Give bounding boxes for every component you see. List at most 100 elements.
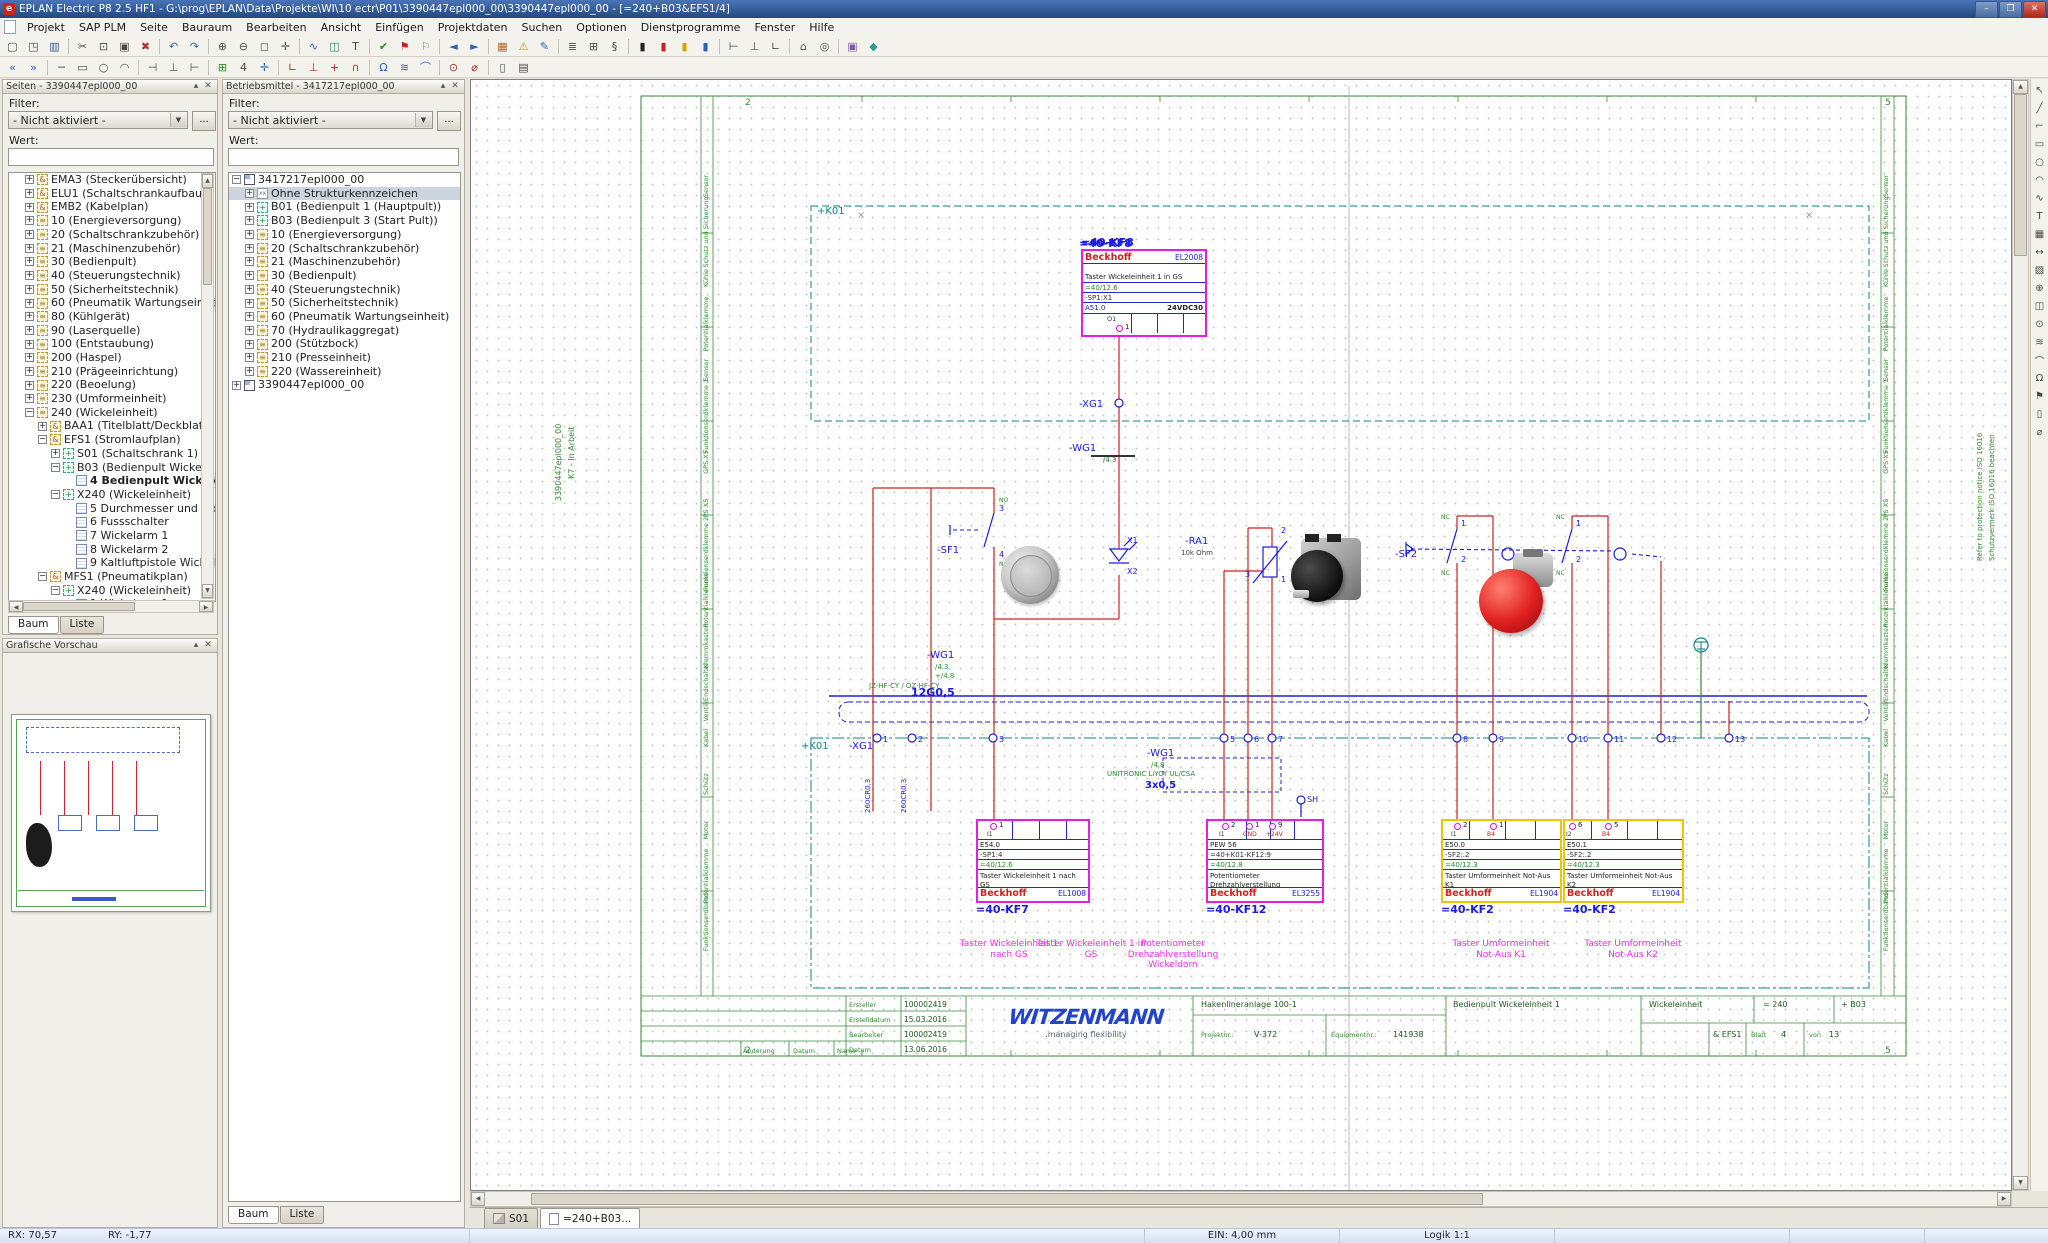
dimension-tool-icon[interactable]: ↔ [2032, 243, 2048, 261]
tree-item-3390447epl000-00[interactable]: +3390447epl000_00 [229, 378, 460, 392]
scroll-thumb[interactable] [203, 188, 212, 285]
connector-icon[interactable]: ⌀ [464, 58, 485, 77]
zoom-in-icon[interactable]: ⊕ [212, 37, 233, 56]
tree-item-40-steuerungstechnik[interactable]: +≡40 (Steuerungstechnik) [9, 269, 215, 283]
expander-icon[interactable]: + [245, 189, 254, 198]
scroll-thumb[interactable] [2014, 94, 2027, 256]
scroll-left-icon[interactable]: ◀ [9, 601, 23, 612]
expander-icon[interactable]: + [245, 257, 254, 266]
tree-item-s01-schaltschrank-1[interactable]: ++S01 (Schaltschrank 1) [9, 447, 215, 461]
new-page-icon[interactable]: ▢ [2, 37, 23, 56]
expander-icon[interactable]: + [245, 203, 254, 212]
tree-item-230-umformeinheit[interactable]: +≡230 (Umformeinheit) [9, 392, 215, 406]
scroll-right-icon[interactable]: ▶ [1997, 1192, 2011, 1206]
warning-icon[interactable]: ⚠ [513, 37, 534, 56]
device-block-40-kf12-el3255[interactable]: 2I11GND9+24VPEW 56=40+K01-KF12:9=40/12.8… [1206, 819, 1324, 903]
hatch-tool-icon[interactable]: ▨ [2032, 261, 2048, 279]
device-block-40-kf2-el1904[interactable]: 6I25B4E50.1-SF2:.2=40/12.3Taster Umforme… [1563, 819, 1684, 903]
align-bottom-icon[interactable]: ⊥ [163, 58, 184, 77]
shield-tool-icon[interactable]: ⌒ [2032, 351, 2048, 369]
grid-toggle-icon[interactable]: ⊞ [583, 37, 604, 56]
device-check-icon[interactable]: ✔ [373, 37, 394, 56]
tree-item-210-prägeeinrichtung[interactable]: +≡210 (Prägeeinrichtung) [9, 365, 215, 379]
tree-item-220-wassereinheit[interactable]: +≡220 (Wassereinheit) [229, 365, 460, 379]
coordinate-input-icon[interactable]: ✛ [254, 58, 275, 77]
expander-icon[interactable]: + [245, 340, 254, 349]
expander-icon[interactable]: − [51, 463, 60, 472]
expander-icon[interactable]: + [25, 340, 34, 349]
save-icon[interactable]: ▥ [44, 37, 65, 56]
expander-icon[interactable]: + [25, 367, 34, 376]
tree-item-6-fussschalter[interactable]: 6 Fussschalter [9, 515, 215, 529]
canvas-hscrollbar[interactable]: ◀▶ [470, 1191, 2012, 1207]
wire-cross-icon[interactable]: + [324, 58, 345, 77]
menu-ansicht[interactable]: Ansicht [314, 20, 369, 35]
expander-icon[interactable]: + [25, 299, 34, 308]
menu-bauraum[interactable]: Bauraum [175, 20, 239, 35]
tree-item-mfs1-pneumatikplan[interactable]: −&MFS1 (Pneumatikplan) [9, 570, 215, 584]
panel-pin-icon[interactable]: ▴ [190, 639, 202, 652]
tree-item-elu1-schaltschrankaufbau[interactable]: +&ELU1 (Schaltschrankaufbau) [9, 187, 215, 201]
pin-connection-point[interactable] [1222, 823, 1229, 830]
navigator-icon[interactable]: ⌂ [793, 37, 814, 56]
menu-optionen[interactable]: Optionen [569, 20, 633, 35]
lang-flag-black-icon[interactable]: ▮ [632, 37, 653, 56]
expander-icon[interactable]: + [25, 381, 34, 390]
pin-connection-point[interactable] [1454, 823, 1461, 830]
expander-icon[interactable]: + [25, 175, 34, 184]
pages-tree-scrollbar[interactable]: ▲▼ [201, 173, 214, 599]
tree-item-100-entstaubung[interactable]: +≡100 (Entstaubung) [9, 337, 215, 351]
expander-icon[interactable]: + [245, 271, 254, 280]
cut-icon[interactable]: ✂ [72, 37, 93, 56]
connect-down-icon[interactable]: ⊥ [744, 37, 765, 56]
zoom-out-icon[interactable]: ⊖ [233, 37, 254, 56]
expander-icon[interactable]: + [25, 285, 34, 294]
editor-tab-s01[interactable]: S01 [484, 1208, 538, 1228]
expander-icon[interactable]: + [25, 271, 34, 280]
expander-icon[interactable]: + [25, 394, 34, 403]
expander-icon[interactable]: − [25, 408, 34, 417]
page-forward-icon[interactable]: ► [464, 37, 485, 56]
expander-icon[interactable]: + [245, 244, 254, 253]
expander-icon[interactable]: − [232, 175, 241, 184]
align-right-icon[interactable]: ⊢ [184, 58, 205, 77]
connect-left-icon[interactable]: ⊢ [723, 37, 744, 56]
tree-item-baa1-titelblatt-deckblatt[interactable]: +&BAA1 (Titelblatt/Deckblatt) [9, 419, 215, 433]
expander-icon[interactable]: + [245, 353, 254, 362]
wire-jump-icon[interactable]: ∩ [345, 58, 366, 77]
scroll-left-icon[interactable]: ◀ [471, 1192, 485, 1206]
menu-einfügen[interactable]: Einfügen [368, 20, 431, 35]
expander-icon[interactable]: + [245, 367, 254, 376]
expander-icon[interactable]: + [245, 326, 254, 335]
interruption-point-gray-icon[interactable]: ⚐ [415, 37, 436, 56]
expander-icon[interactable]: + [25, 189, 34, 198]
prev-page-icon[interactable]: « [2, 58, 23, 77]
pin-connection-point[interactable] [1116, 325, 1123, 332]
minimize-button[interactable]: – [1975, 1, 1998, 18]
expander-icon[interactable]: + [245, 216, 254, 225]
expander-icon[interactable]: − [51, 586, 60, 595]
panel-pin-icon[interactable]: ▴ [190, 80, 202, 93]
tree-item-3417217epl000-00[interactable]: −3417217epl000_00 [229, 173, 460, 187]
plc-box-icon[interactable]: ▤ [513, 58, 534, 77]
menu-hilfe[interactable]: Hilfe [802, 20, 841, 35]
tree-item-40-steuerungstechnik[interactable]: +≡40 (Steuerungstechnik) [229, 283, 460, 297]
tree-item-20-schaltschrankzubehör[interactable]: +≡20 (Schaltschrankzubehör) [229, 241, 460, 255]
tree-item-240-wickeleinheit[interactable]: −≡240 (Wickeleinheit) [9, 406, 215, 420]
pin-connection-point[interactable] [1269, 823, 1276, 830]
panel-close-icon[interactable]: ✕ [202, 80, 214, 93]
symbol-tool-icon[interactable]: ⊕ [2032, 279, 2048, 297]
expander-icon[interactable]: + [25, 244, 34, 253]
image-icon[interactable]: ▦ [492, 37, 513, 56]
tree-item-30-bedienpult[interactable]: +≡30 (Bedienpult) [9, 255, 215, 269]
tree-item-50-sicherheitstechnik[interactable]: +≡50 (Sicherheitstechnik) [229, 296, 460, 310]
text-tool-icon[interactable]: T [2032, 207, 2048, 225]
menu-sap-plm[interactable]: SAP PLM [72, 20, 133, 35]
maximize-button[interactable]: ❐ [1999, 1, 2022, 18]
expander-icon[interactable]: + [245, 312, 254, 321]
spline-tool-icon[interactable]: ∿ [2032, 189, 2048, 207]
photo-selector-knob[interactable] [1291, 536, 1365, 608]
scroll-thumb[interactable] [531, 1193, 1483, 1205]
tree-item-200-stützbock[interactable]: +≡200 (Stützbock) [229, 337, 460, 351]
snap-grid-icon[interactable]: ⊞ [212, 58, 233, 77]
